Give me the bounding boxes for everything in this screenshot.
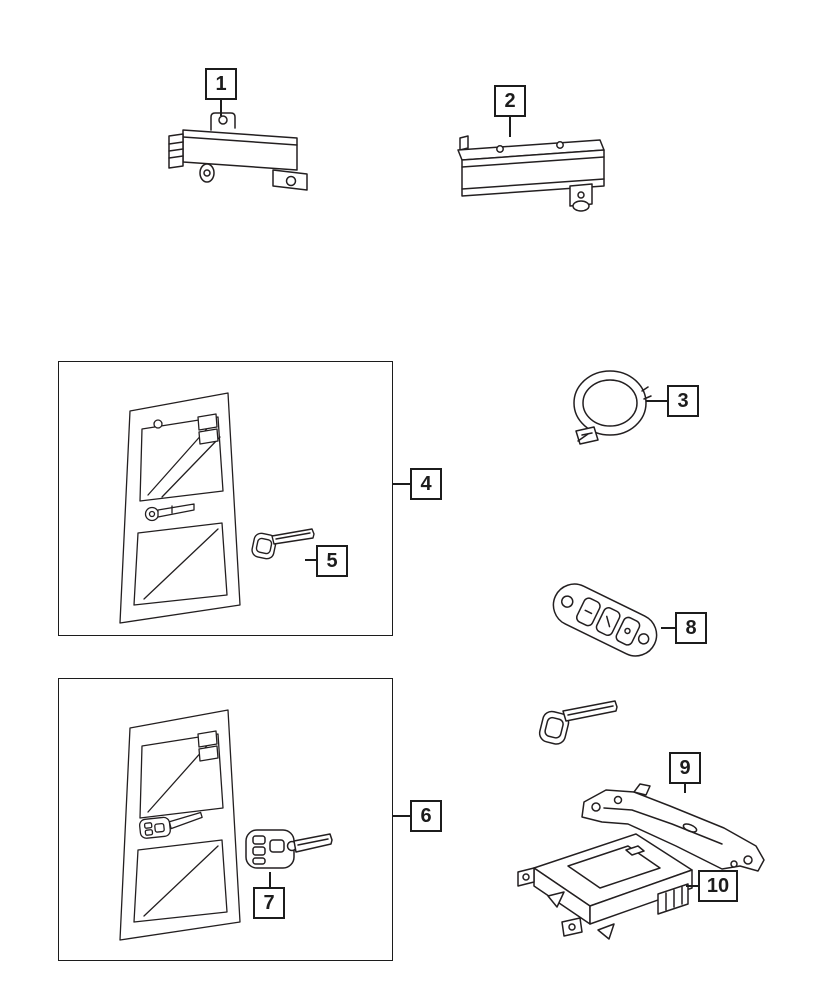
callout-5-label: 5 (326, 549, 338, 572)
callout-1[interactable]: 1 (205, 68, 237, 100)
callout-10-label: 10 (706, 874, 730, 897)
leader-line-9 (684, 784, 686, 793)
callout-1-label: 1 (215, 72, 227, 95)
kit-box-6 (58, 678, 393, 961)
leader-line-5 (305, 559, 317, 561)
callout-2-label: 2 (504, 89, 516, 112)
part-4-key-kit-card-drawing (100, 383, 265, 633)
callout-3-label: 3 (677, 389, 689, 412)
part-8-emergency-key-drawing (533, 676, 623, 751)
part-9-mounting-bracket-drawing (572, 772, 772, 884)
part-1-receiver-module-drawing (165, 110, 315, 202)
part-7-flip-key-drawing (238, 816, 338, 876)
callout-2[interactable]: 2 (494, 85, 526, 117)
callout-7-label: 7 (263, 891, 275, 914)
callout-4-label: 4 (420, 472, 432, 495)
leader-line-10 (686, 885, 698, 887)
leader-line-2 (509, 117, 511, 137)
part-10-control-module-drawing (498, 812, 703, 962)
part-6-key-kit-card-drawing (100, 700, 265, 950)
callout-6[interactable]: 6 (410, 800, 442, 832)
kit-box-4 (58, 361, 393, 636)
part-8-smart-key-fob-drawing (545, 568, 670, 673)
leader-line-4 (393, 483, 410, 485)
leader-line-1 (220, 100, 222, 116)
callout-8-label: 8 (685, 616, 697, 639)
part-5-key-blank-drawing (248, 512, 318, 564)
leader-line-8 (661, 627, 675, 629)
leader-line-7 (269, 872, 271, 887)
callout-9[interactable]: 9 (669, 752, 701, 784)
callout-6-label: 6 (420, 804, 432, 827)
callout-8[interactable]: 8 (675, 612, 707, 644)
leader-line-6 (393, 815, 410, 817)
callout-3[interactable]: 3 (667, 385, 699, 417)
callout-4[interactable]: 4 (410, 468, 442, 500)
part-3-antenna-ring-drawing (558, 365, 658, 450)
part-2-receiver-bracket-drawing (452, 128, 607, 218)
leader-line-3 (646, 400, 667, 402)
callout-5[interactable]: 5 (316, 545, 348, 577)
callout-9-label: 9 (679, 756, 691, 779)
callout-10[interactable]: 10 (698, 870, 738, 902)
callout-7[interactable]: 7 (253, 887, 285, 919)
